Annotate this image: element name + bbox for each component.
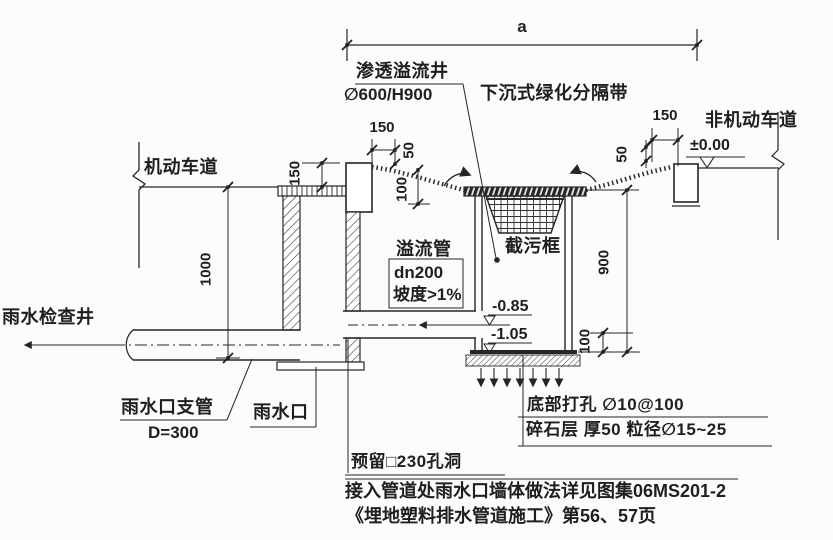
well-spec-label: ∅600/H900 [344,85,433,104]
dim-150-left-curb: 150 [286,160,304,186]
dim-100-base: 100 [576,328,594,354]
branch-pipe-label: 雨水口支管 [121,397,214,417]
dim-50-right: 50 [613,146,631,163]
left-curb [345,162,373,213]
overflow-pipe-label: 溢流管 [396,239,452,259]
overflow-pipe-dn-label: dn200 [394,263,444,282]
dim-900-well-depth: 900 [595,249,613,275]
rain-inlet-label: 雨水口 [253,402,309,422]
elevation-105-label: -1.05 [491,326,528,343]
motor-lane-road [131,142,278,268]
well-name-label: 渗透溢流井 [356,61,449,81]
green-belt-surface [371,164,673,193]
non-motor-lane-road [672,112,785,240]
dim-150-right-top: 150 [652,107,678,124]
dim-a-span [341,29,703,61]
branch-pipe-dia-label: D=300 [148,423,199,442]
dim-a-label: a [517,17,527,36]
dim-100-left: 100 [393,176,411,202]
non-motor-lane-label: 非机动车道 [705,110,798,130]
inspection-well-label: 雨水检查井 [2,307,95,327]
overflow-pipe [343,310,510,339]
elevation-085-label: -0.85 [492,298,529,315]
leader-lines [120,83,772,480]
overflow-pipe-slope-label: 坡度>1% [393,285,462,304]
dim-50-left: 50 [400,142,418,159]
green-belt-label: 下沉式绿化分隔带 [480,83,628,103]
branch-pipe [23,329,340,361]
dim-1000-inlet-depth: 1000 [197,252,215,287]
dims-left [216,139,430,364]
seepage-arrows [476,368,564,388]
reserved-hole-note: 预留□230孔洞 [351,452,462,471]
reference-note-line2: 《埋地塑料排水管道施工》第56、57页 [346,506,657,526]
pipe-callout-box [388,258,464,309]
trash-basket [485,195,565,234]
flow-arrows [443,164,597,187]
motor-lane-label: 机动车道 [144,157,218,177]
elevation-zero-label: ±0.00 [690,137,730,154]
dim-150-left-top: 150 [369,119,395,136]
reference-note-line1: 接入管道处雨水口墙体做法详见图集06MS201-2 [345,481,727,501]
trash-basket-label: 截污框 [505,236,561,256]
rain-inlet-structure [276,195,365,371]
bottom-holes-note: 底部打孔 ∅10@100 [527,395,685,414]
gravel-layer-note: 碎石层 厚50 粒径∅15~25 [526,420,727,439]
dims-right [578,128,684,358]
